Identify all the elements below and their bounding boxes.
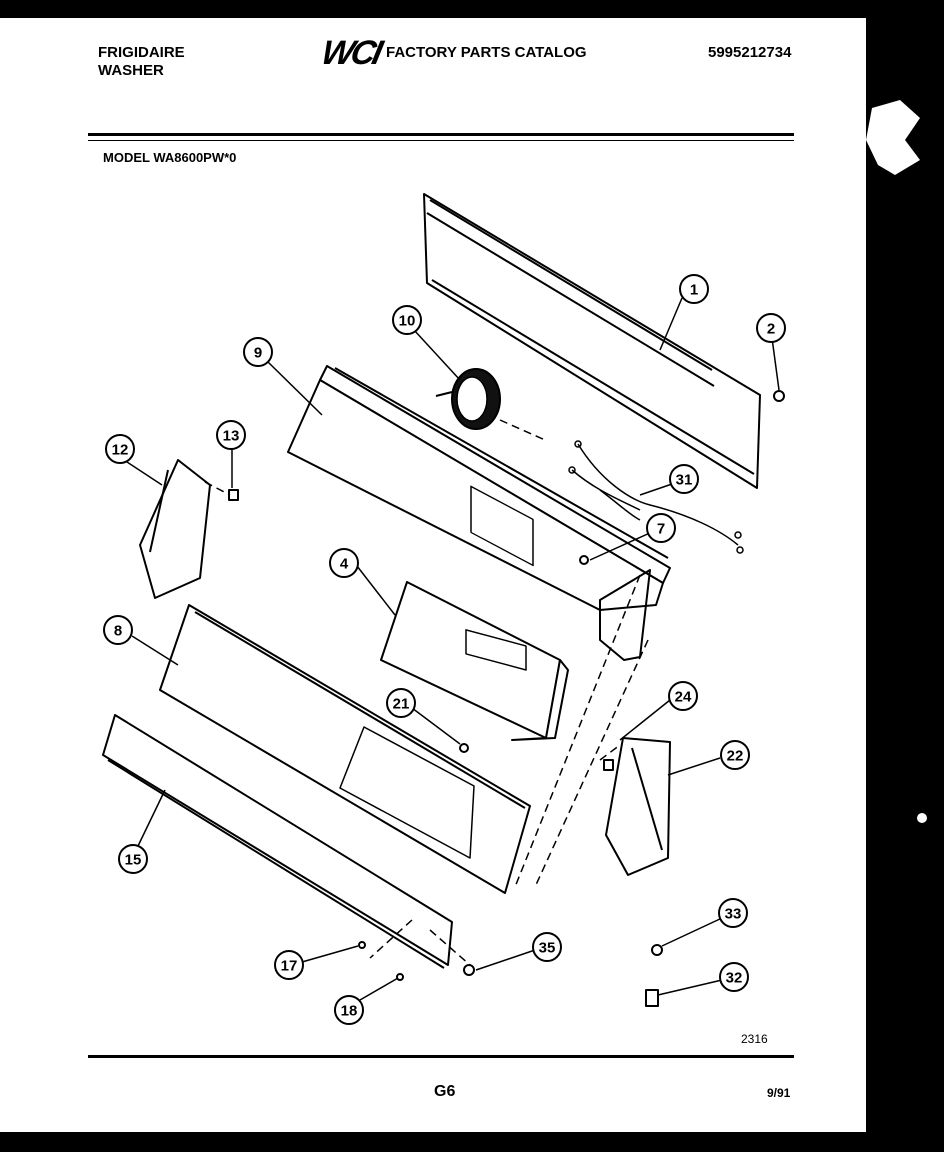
- leader-lines: [123, 297, 780, 1001]
- part-15-trim-strip: [102, 714, 453, 969]
- svg-text:8: 8: [114, 623, 122, 640]
- product-type: WASHER: [98, 62, 164, 79]
- figure-number: 2316: [741, 1032, 768, 1046]
- part-24-clip: [603, 759, 614, 771]
- part-32-clip: [645, 989, 659, 1007]
- brand-block: FRIGIDAIRE WASHER: [98, 44, 185, 80]
- svg-text:12: 12: [112, 442, 129, 459]
- part-8-console-front: [159, 604, 531, 894]
- part-7-screw: [579, 555, 589, 565]
- callout-21: 21: [386, 688, 416, 718]
- part-13-clip: [228, 489, 239, 501]
- callout-4: 4: [329, 548, 359, 578]
- part-35-washer: [463, 964, 475, 976]
- part-21-screw: [459, 743, 469, 753]
- assembly-guide-lines: [204, 419, 649, 966]
- part-10-timer: [435, 368, 501, 430]
- model-number: MODEL WA8600PW*0: [103, 150, 237, 165]
- svg-text:18: 18: [341, 1003, 358, 1020]
- svg-text:22: 22: [727, 748, 744, 765]
- part-4-electronic-control: [380, 581, 569, 741]
- callout-10: 10: [392, 305, 422, 335]
- callout-24: 24: [668, 681, 698, 711]
- part-33-screw: [651, 944, 663, 956]
- svg-text:7: 7: [657, 521, 665, 538]
- svg-text:35: 35: [539, 940, 556, 957]
- part-18-screw: [396, 973, 404, 981]
- svg-text:33: 33: [725, 906, 742, 923]
- header-rule-thick: [88, 133, 794, 136]
- callout-2: 2: [756, 313, 786, 343]
- svg-text:24: 24: [675, 689, 692, 706]
- svg-text:2: 2: [767, 321, 775, 338]
- catalog-title: FACTORY PARTS CATALOG: [386, 44, 587, 61]
- svg-text:4: 4: [340, 556, 349, 573]
- brand-name: FRIGIDAIRE: [98, 44, 185, 61]
- svg-text:15: 15: [125, 852, 142, 869]
- part-1-back-panel: [423, 193, 761, 489]
- part-number: 5995212734: [708, 44, 792, 61]
- part-31-wire-harness: [568, 440, 744, 554]
- callout-9: 9: [243, 337, 273, 367]
- callout-7: 7: [646, 513, 676, 543]
- callout-1: 1: [679, 274, 709, 304]
- part-12-end-bracket: [139, 459, 211, 599]
- svg-text:1: 1: [690, 282, 698, 299]
- svg-text:17: 17: [281, 958, 298, 975]
- part-9-control-frame: [287, 365, 671, 661]
- header-rule-thin: [88, 140, 794, 141]
- callout-13: 13: [216, 420, 246, 450]
- callout-18: 18: [334, 995, 364, 1025]
- callout-15: 15: [118, 844, 148, 874]
- page-number: G6: [434, 1083, 456, 1100]
- callout-31: 31: [669, 464, 699, 494]
- svg-text:9: 9: [254, 345, 262, 362]
- part-17-screw: [358, 941, 366, 949]
- svg-text:10: 10: [399, 313, 416, 330]
- callout-group: 1 2 10 9 12 13 31 7 4 8 21 24 22 15 33 3…: [103, 274, 786, 1025]
- callout-17: 17: [274, 950, 304, 980]
- part-2-screw: [773, 390, 785, 402]
- footer-rule: [88, 1055, 794, 1058]
- svg-text:13: 13: [223, 428, 240, 445]
- svg-text:21: 21: [393, 696, 410, 713]
- scan-artifacts: [866, 100, 927, 823]
- callout-12: 12: [105, 434, 135, 464]
- callout-35: 35: [532, 932, 562, 962]
- svg-text:31: 31: [676, 472, 693, 489]
- callout-22: 22: [720, 740, 750, 770]
- svg-text:32: 32: [726, 970, 743, 987]
- callout-33: 33: [718, 898, 748, 928]
- revision-date: 9/91: [767, 1086, 791, 1100]
- callout-32: 32: [719, 962, 749, 992]
- part-22-end-bracket: [605, 737, 671, 876]
- callout-8: 8: [103, 615, 133, 645]
